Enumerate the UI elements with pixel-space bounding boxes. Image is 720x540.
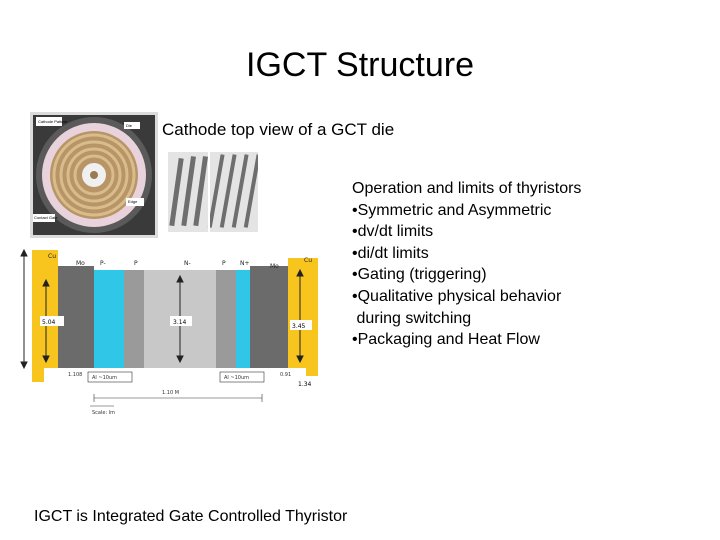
value-cu-left: 5.04 [42, 319, 56, 326]
label-mo-right: Mo [270, 263, 279, 270]
die-label-cathode: Cathode Pattern [38, 119, 67, 124]
label-n-minus: N- [184, 260, 191, 267]
label-1108: 1.108 [68, 372, 82, 378]
layer-p-minus [94, 270, 124, 368]
bullet-item: •di/dt limits [352, 244, 429, 262]
bullet-list: Operation and limits of thyristors •Symm… [352, 178, 581, 351]
bullet-item: •Gating (triggering) [352, 266, 487, 284]
label-mo-left: Mo [76, 260, 85, 267]
gct-die-photo: Cathode Pattern Die Contact Gate Edge [30, 112, 158, 238]
bullet-item-continuation: during switching [352, 309, 472, 327]
layer-moly-right [250, 266, 288, 368]
label-110m: 1.10 M [162, 390, 179, 396]
label-scale: Scale: lm [92, 410, 115, 416]
bullet-item: •dv/dt limits [352, 223, 434, 241]
footer-note: IGCT is Integrated Gate Controlled Thyri… [34, 508, 348, 525]
label-al-left: Al ~10um [92, 375, 117, 381]
die-label-gate: Contact Gate [34, 215, 58, 220]
label-cu-left: Cu [48, 253, 56, 260]
layer-copper-right [288, 258, 318, 368]
bullet-item: •Symmetric and Asymmetric [352, 201, 552, 219]
value-cu-right: 3.45 [292, 323, 306, 330]
cathode-segments-image [168, 152, 258, 232]
value-bottom-right: 1.34 [298, 381, 312, 388]
bullet-heading: Operation and limits of thyristors [352, 180, 582, 197]
label-p-right: P [222, 260, 226, 267]
bullet-item: •Packaging and Heat Flow [352, 331, 540, 349]
layer-copper-left [32, 250, 58, 368]
label-al-right: Al ~10um [224, 375, 249, 381]
die-caption: Cathode top view of a GCT die [162, 120, 395, 139]
die-label-edge: Edge [128, 199, 138, 204]
label-p-left: P [134, 260, 138, 267]
slide-title: IGCT Structure [246, 46, 474, 84]
value-si: 3.14 [173, 319, 187, 326]
label-cu-right: Cu [304, 257, 312, 264]
label-n-plus: N+ [240, 260, 250, 267]
layer-n-plus [236, 270, 250, 368]
igct-cross-section-diagram: Cu Mo P- P N- P N+ Mo Cu 5.04 3.14 3.45 … [20, 248, 318, 416]
bullet-item: •Qualitative physical behavior [352, 287, 562, 305]
label-p-minus: P- [100, 260, 106, 267]
label-091: 0.91 [280, 372, 291, 378]
die-label-die: Die [126, 123, 133, 128]
